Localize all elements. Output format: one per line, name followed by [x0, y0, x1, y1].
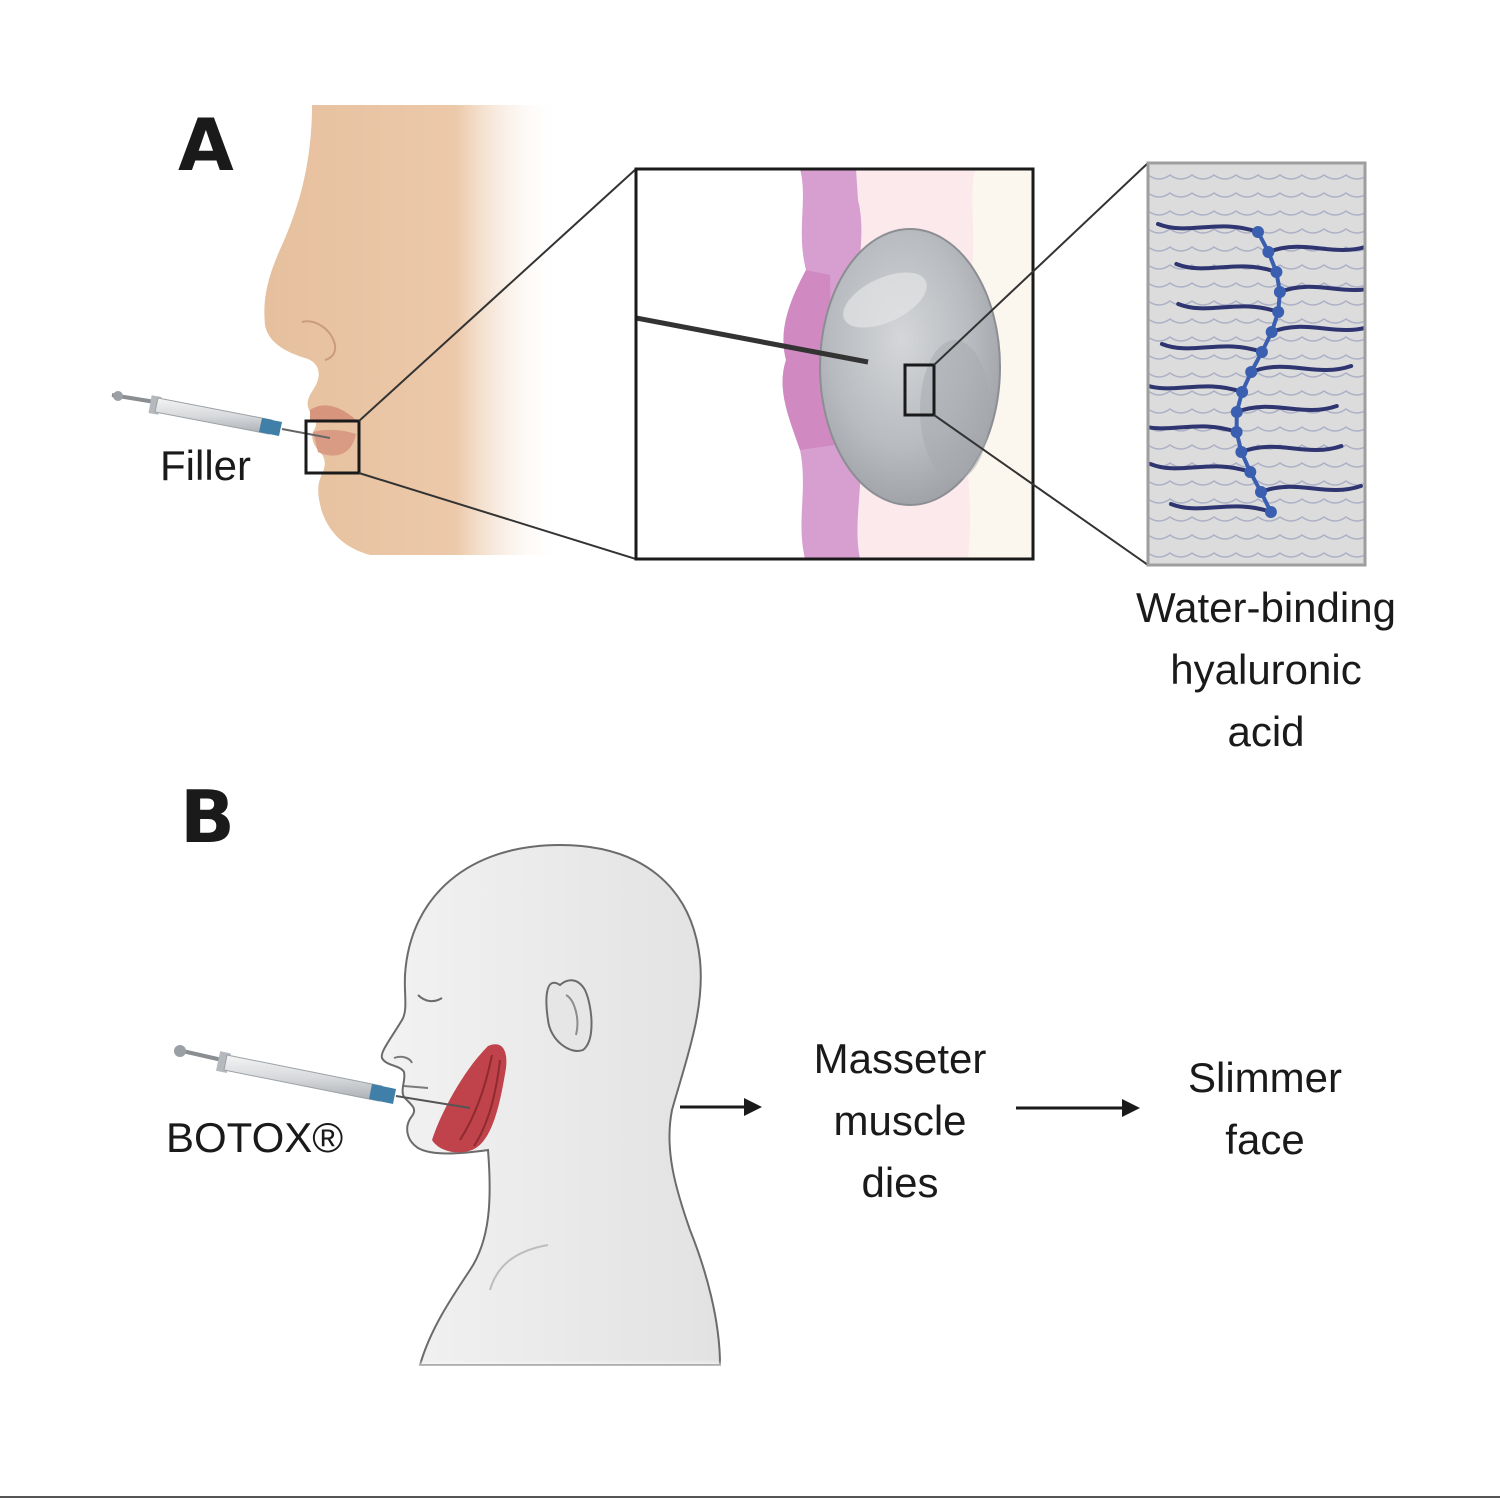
ha-crosslink-node [1262, 246, 1275, 258]
skin-cross-section-zoom [636, 169, 1033, 559]
background-lattice-strand [1148, 408, 1365, 414]
background-lattice-strand [1148, 372, 1365, 378]
step1-line-3: dies [861, 1159, 938, 1206]
ha-side-chain [1258, 484, 1363, 494]
ha-crosslink-node [1244, 466, 1257, 478]
background-lattice-strand [1148, 480, 1365, 486]
ha-crosslink-node [1235, 446, 1248, 458]
ha-caption-line-3: acid [1227, 708, 1304, 755]
background-lattice-strand [1148, 210, 1365, 216]
ha-crosslink-node [1236, 386, 1249, 398]
zoom-connector-bottom [358, 472, 637, 560]
ha-crosslink-node [1270, 266, 1283, 278]
ha-side-chain [1148, 462, 1253, 474]
background-lattice-strand [1148, 174, 1365, 180]
background-lattice-strand [1148, 282, 1365, 288]
ha-side-chain [1266, 244, 1365, 254]
ha-crosslink-node [1230, 406, 1243, 418]
background-lattice-strand [1148, 534, 1365, 540]
ha-caption-line-1: Water-binding [1136, 584, 1396, 631]
ha-side-chain [1156, 222, 1260, 234]
gel-zoom-marker [903, 363, 936, 417]
ha-connector-top [933, 162, 1149, 366]
arrow-to-masseter [680, 1098, 762, 1116]
ha-side-chain [1239, 444, 1344, 454]
background-lattice-strand [1148, 444, 1365, 450]
step2-line-1: Slimmer [1188, 1054, 1342, 1101]
ha-side-chain [1249, 364, 1354, 374]
ha-side-chain [1168, 502, 1273, 514]
background-lattice-strand [1148, 552, 1365, 558]
background-lattice-strand [1148, 192, 1365, 198]
background-lattice-strand [1148, 390, 1365, 396]
head-profile-illustration [380, 843, 740, 1370]
background-lattice-strand [1148, 354, 1365, 360]
face-profile-illustration [264, 105, 560, 560]
needle-in-tissue [636, 315, 869, 365]
botox-label: BOTOX® [166, 1114, 343, 1161]
botox-syringe [174, 1045, 471, 1109]
lip-zoom-marker [304, 419, 361, 475]
ha-crosslink-node [1255, 486, 1267, 498]
step1-line-1: Masseter [814, 1035, 987, 1082]
step1-line-2: muscle [833, 1097, 966, 1144]
ha-connector-bottom [933, 414, 1149, 566]
ha-caption-line-2: hyaluronic [1170, 646, 1361, 693]
arrow-to-slimmer [1016, 1099, 1140, 1117]
ha-side-chain [1277, 284, 1365, 294]
ha-crosslink-node [1272, 306, 1285, 318]
filler-label: Filler [160, 442, 251, 489]
filler-syringe [111, 391, 331, 439]
background-lattice-strand [1148, 498, 1365, 504]
ha-side-chain [1159, 342, 1264, 354]
hyaluronic-acid-network [1148, 163, 1365, 565]
ha-side-chain [1269, 324, 1365, 334]
background-lattice-strand [1148, 300, 1365, 306]
panel-a-letter: A [178, 103, 234, 187]
ha-crosslink-node [1265, 326, 1278, 338]
ha-crosslink-node [1252, 226, 1264, 238]
ha-crosslink-node [1255, 346, 1268, 358]
ha-crosslink-node [1245, 366, 1258, 378]
ha-crosslink-node [1264, 506, 1277, 518]
ha-side-chain [1148, 424, 1239, 434]
zoom-box-frame [634, 167, 1035, 561]
ha-side-chain [1234, 404, 1339, 414]
background-lattice-strand [1148, 516, 1365, 522]
background-lattice-strand [1148, 318, 1365, 324]
panel-b-letter: B [180, 775, 235, 859]
step2-line-2: face [1225, 1116, 1304, 1163]
background-lattice-strand [1148, 462, 1365, 468]
ha-crosslink-node [1273, 286, 1286, 298]
ha-box-frame [1146, 161, 1367, 567]
ha-side-chain [1174, 262, 1279, 274]
zoom-connector-top [358, 168, 637, 422]
ha-side-chain [1148, 383, 1245, 394]
ha-crosslink-node [1230, 426, 1243, 438]
ha-side-chain [1176, 302, 1281, 314]
